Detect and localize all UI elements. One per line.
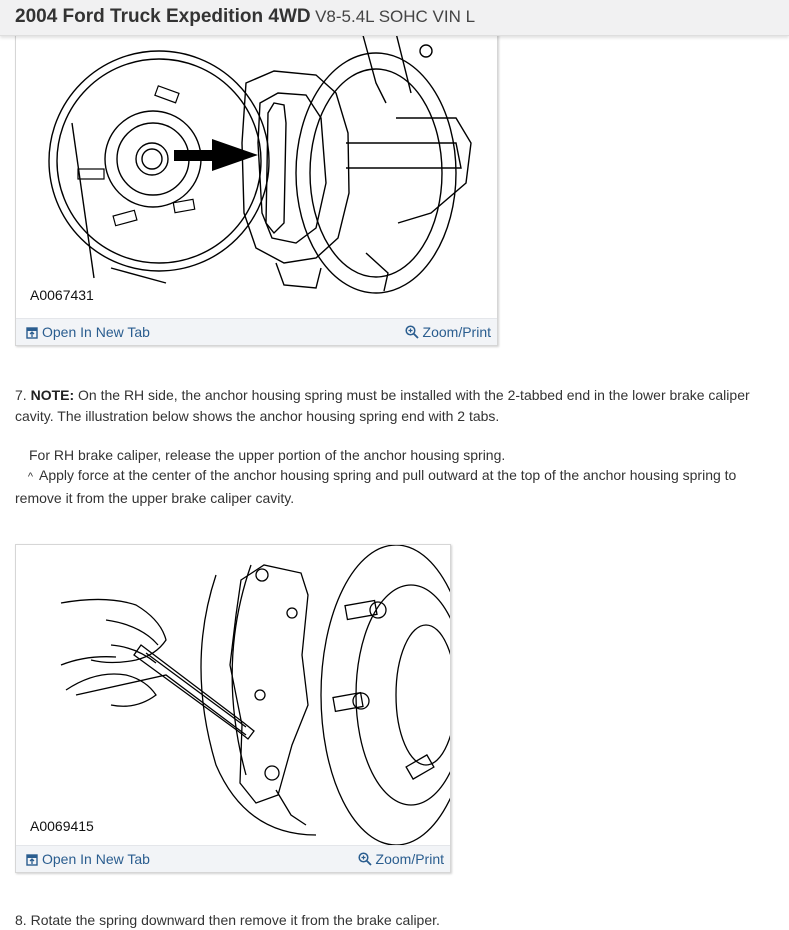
bullet-text: Apply force at the center of the anchor … bbox=[15, 467, 737, 506]
figure-toolbar: Open In New Tab Zoom/Print bbox=[16, 318, 497, 345]
note-text: On the RH side, the anchor housing sprin… bbox=[15, 387, 750, 424]
step-7-bullet: ^Apply force at the center of the anchor… bbox=[15, 465, 775, 508]
figure-code: A0067431 bbox=[30, 287, 94, 303]
step-7-instruction: For RH brake caliper, release the upper … bbox=[29, 447, 506, 463]
anchor-spring-illustration bbox=[60, 545, 450, 846]
open-in-new-tab-link[interactable]: Open In New Tab bbox=[26, 851, 150, 867]
step-number: 8. bbox=[15, 912, 27, 928]
open-new-tab-icon bbox=[26, 327, 38, 339]
engine-subtitle: V8-5.4L SOHC VIN L bbox=[315, 7, 476, 26]
figure-anchor-spring: A0069415 Open In New Tab Zoom/Print bbox=[15, 544, 451, 873]
bullet-caret-icon: ^ bbox=[27, 471, 33, 483]
zoom-icon bbox=[357, 852, 372, 866]
figure-image[interactable] bbox=[16, 23, 497, 319]
brake-hub-illustration bbox=[48, 27, 472, 294]
note-label: NOTE: bbox=[30, 387, 75, 403]
figure-image[interactable] bbox=[16, 545, 450, 846]
open-new-tab-icon bbox=[26, 854, 38, 866]
figure-toolbar: Open In New Tab Zoom/Print bbox=[16, 845, 450, 872]
figure-code: A0069415 bbox=[30, 818, 94, 834]
zoom-print-link[interactable]: Zoom/Print bbox=[404, 324, 491, 340]
zoom-print-link[interactable]: Zoom/Print bbox=[357, 851, 444, 867]
figure-caliper-pads: A0067431 Open In New Tab Zoom/Print bbox=[15, 22, 498, 346]
step-7-note: 7. NOTE: On the RH side, the anchor hous… bbox=[15, 385, 775, 426]
zoom-icon bbox=[404, 325, 419, 339]
vehicle-title: 2004 Ford Truck Expedition 4WD bbox=[15, 6, 311, 27]
open-in-new-tab-link[interactable]: Open In New Tab bbox=[26, 324, 150, 340]
step-8: 8. Rotate the spring downward then remov… bbox=[15, 910, 775, 930]
step-number: 7. bbox=[15, 387, 27, 403]
step-text: Rotate the spring downward then remove i… bbox=[30, 912, 440, 928]
page-header: 2004 Ford Truck Expedition 4WD V8-5.4L S… bbox=[0, 0, 789, 36]
